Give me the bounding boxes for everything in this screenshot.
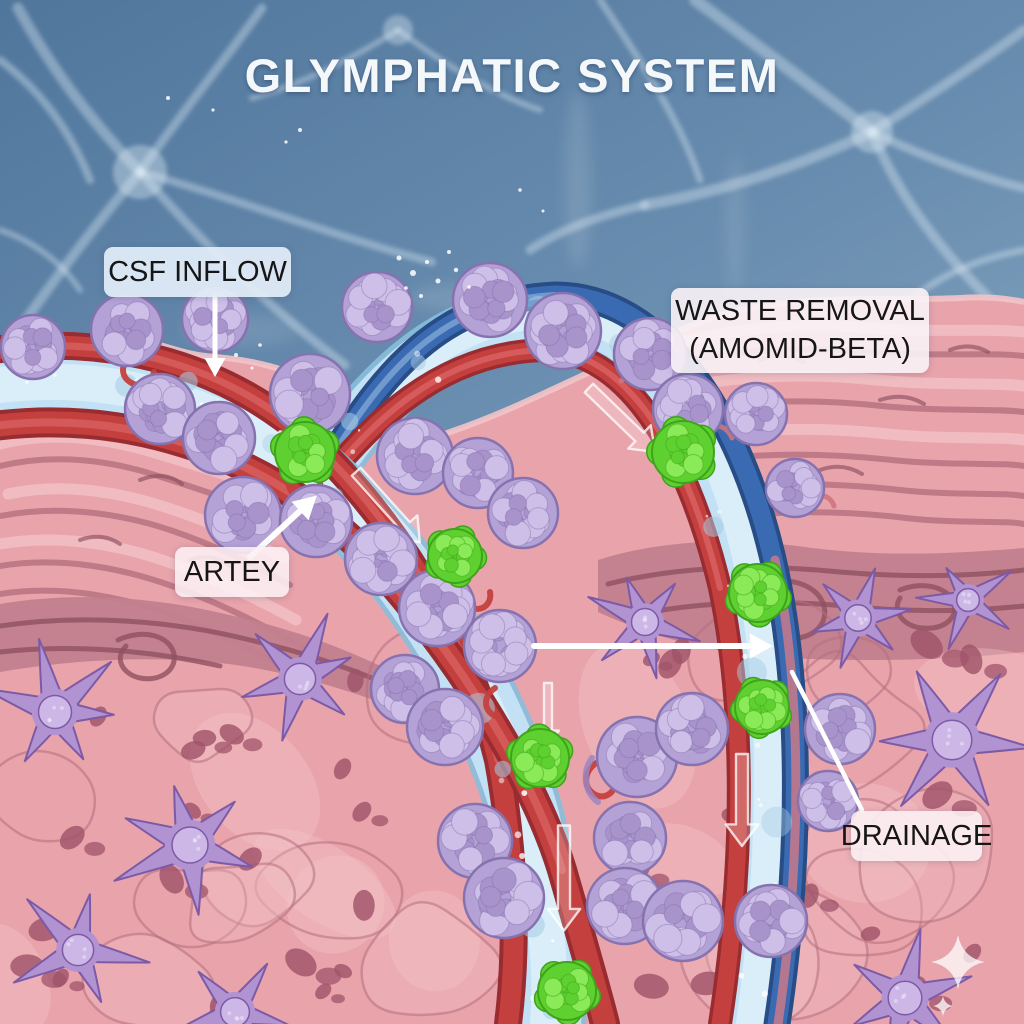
amyloid-waste-cluster	[533, 959, 602, 1024]
astrocyte	[878, 670, 1024, 807]
label-pointer-arrows	[204, 295, 865, 813]
label-drainage-text: DRAINAGE	[840, 819, 993, 852]
amyloid-waste-cluster	[506, 723, 574, 790]
astrocyte	[914, 567, 1013, 651]
flow-direction-arrow	[546, 824, 582, 932]
sparkle-dot	[447, 250, 451, 254]
sparkle-dot	[410, 270, 416, 276]
cell-cluster	[451, 261, 529, 339]
cell-cluster	[462, 856, 546, 940]
amyloid-waste-cluster	[425, 525, 488, 588]
astrocyte	[852, 928, 973, 1024]
label-artery-text: ARTEY	[183, 555, 281, 588]
sparkle-dot	[425, 260, 429, 264]
csf-flow-arrows	[350, 382, 760, 932]
sparkle-dot	[258, 343, 262, 347]
cell-clusters	[0, 261, 877, 963]
astrocyte	[241, 612, 352, 742]
flow-direction-arrow	[724, 752, 760, 848]
cell-cluster	[654, 691, 730, 767]
sparkle-dot	[453, 267, 459, 273]
star-sparkle	[931, 935, 985, 989]
sparkle-dot	[284, 140, 288, 144]
cell-cluster	[796, 769, 860, 833]
cell-cluster	[405, 687, 485, 767]
amyloid-waste-cluster	[729, 676, 793, 740]
astrocyte	[587, 576, 701, 680]
sparkle-dot	[541, 209, 545, 213]
flow-direction-arrow	[583, 382, 657, 454]
amyloid-waste-cluster	[724, 561, 793, 628]
deep-cortex-band-left	[0, 597, 470, 742]
page-title: GLYMPHATIC SYSTEM	[244, 49, 780, 102]
cell-cluster	[123, 372, 197, 446]
cell-cluster	[343, 521, 419, 597]
csf-inflow-pointer	[204, 295, 226, 377]
label-waste-removal: WASTE REMOVAL (AMOMID-BETA)	[671, 288, 929, 373]
cell-cluster	[612, 316, 688, 392]
cell-cluster	[462, 608, 538, 684]
sparkle-dot	[298, 128, 302, 132]
astrocyte	[12, 893, 151, 1003]
sparkle-dot	[518, 188, 522, 192]
cell-cluster	[89, 292, 165, 368]
star-sparkle	[933, 996, 953, 1016]
label-csf-inflow: CSF INFLOW	[104, 247, 291, 297]
sparkle-dot	[166, 96, 170, 100]
cell-cluster	[181, 400, 257, 476]
cell-cluster	[733, 883, 809, 959]
label-waste-removal-line2: (AMOMID-BETA)	[689, 332, 911, 365]
astrocyte	[0, 638, 115, 763]
astrocytes	[0, 567, 1024, 1024]
label-waste-removal-line1: WASTE REMOVAL	[675, 295, 925, 328]
astrocyte	[811, 567, 913, 669]
cell-cluster	[375, 416, 455, 496]
cell-cluster	[764, 457, 826, 519]
sparkle-dot	[435, 278, 441, 284]
sparkle-dot	[404, 286, 408, 290]
cell-cluster	[803, 692, 877, 766]
astrocyte	[113, 785, 254, 916]
sparkle-dot	[467, 285, 471, 289]
waste-flow-pointer	[531, 633, 773, 659]
cell-cluster	[203, 475, 283, 555]
amyloid-waste-cluster	[645, 415, 716, 488]
label-drainage: DRAINAGE	[841, 811, 992, 861]
label-csf-inflow-text: CSF INFLOW	[108, 255, 287, 288]
cell-cluster	[592, 800, 668, 876]
sparkles	[166, 96, 985, 1016]
sparkle-dot	[211, 108, 215, 112]
label-artery: ARTEY	[175, 547, 289, 597]
cell-cluster	[723, 381, 789, 447]
astrocyte	[185, 962, 289, 1024]
cell-cluster	[0, 313, 67, 381]
cell-cluster	[641, 879, 725, 963]
cell-cluster	[523, 291, 603, 371]
cell-cluster	[397, 568, 477, 648]
sparkle-dot	[396, 255, 402, 261]
amyloid-waste-cluster	[269, 416, 340, 485]
sparkle-dot	[419, 294, 423, 298]
cell-cluster	[340, 270, 414, 344]
waste-particles	[269, 415, 793, 1024]
sparkle-dot	[234, 353, 238, 357]
sparkle-dot	[250, 366, 254, 370]
drainage-pointer	[789, 669, 865, 813]
cell-cluster	[486, 476, 560, 550]
